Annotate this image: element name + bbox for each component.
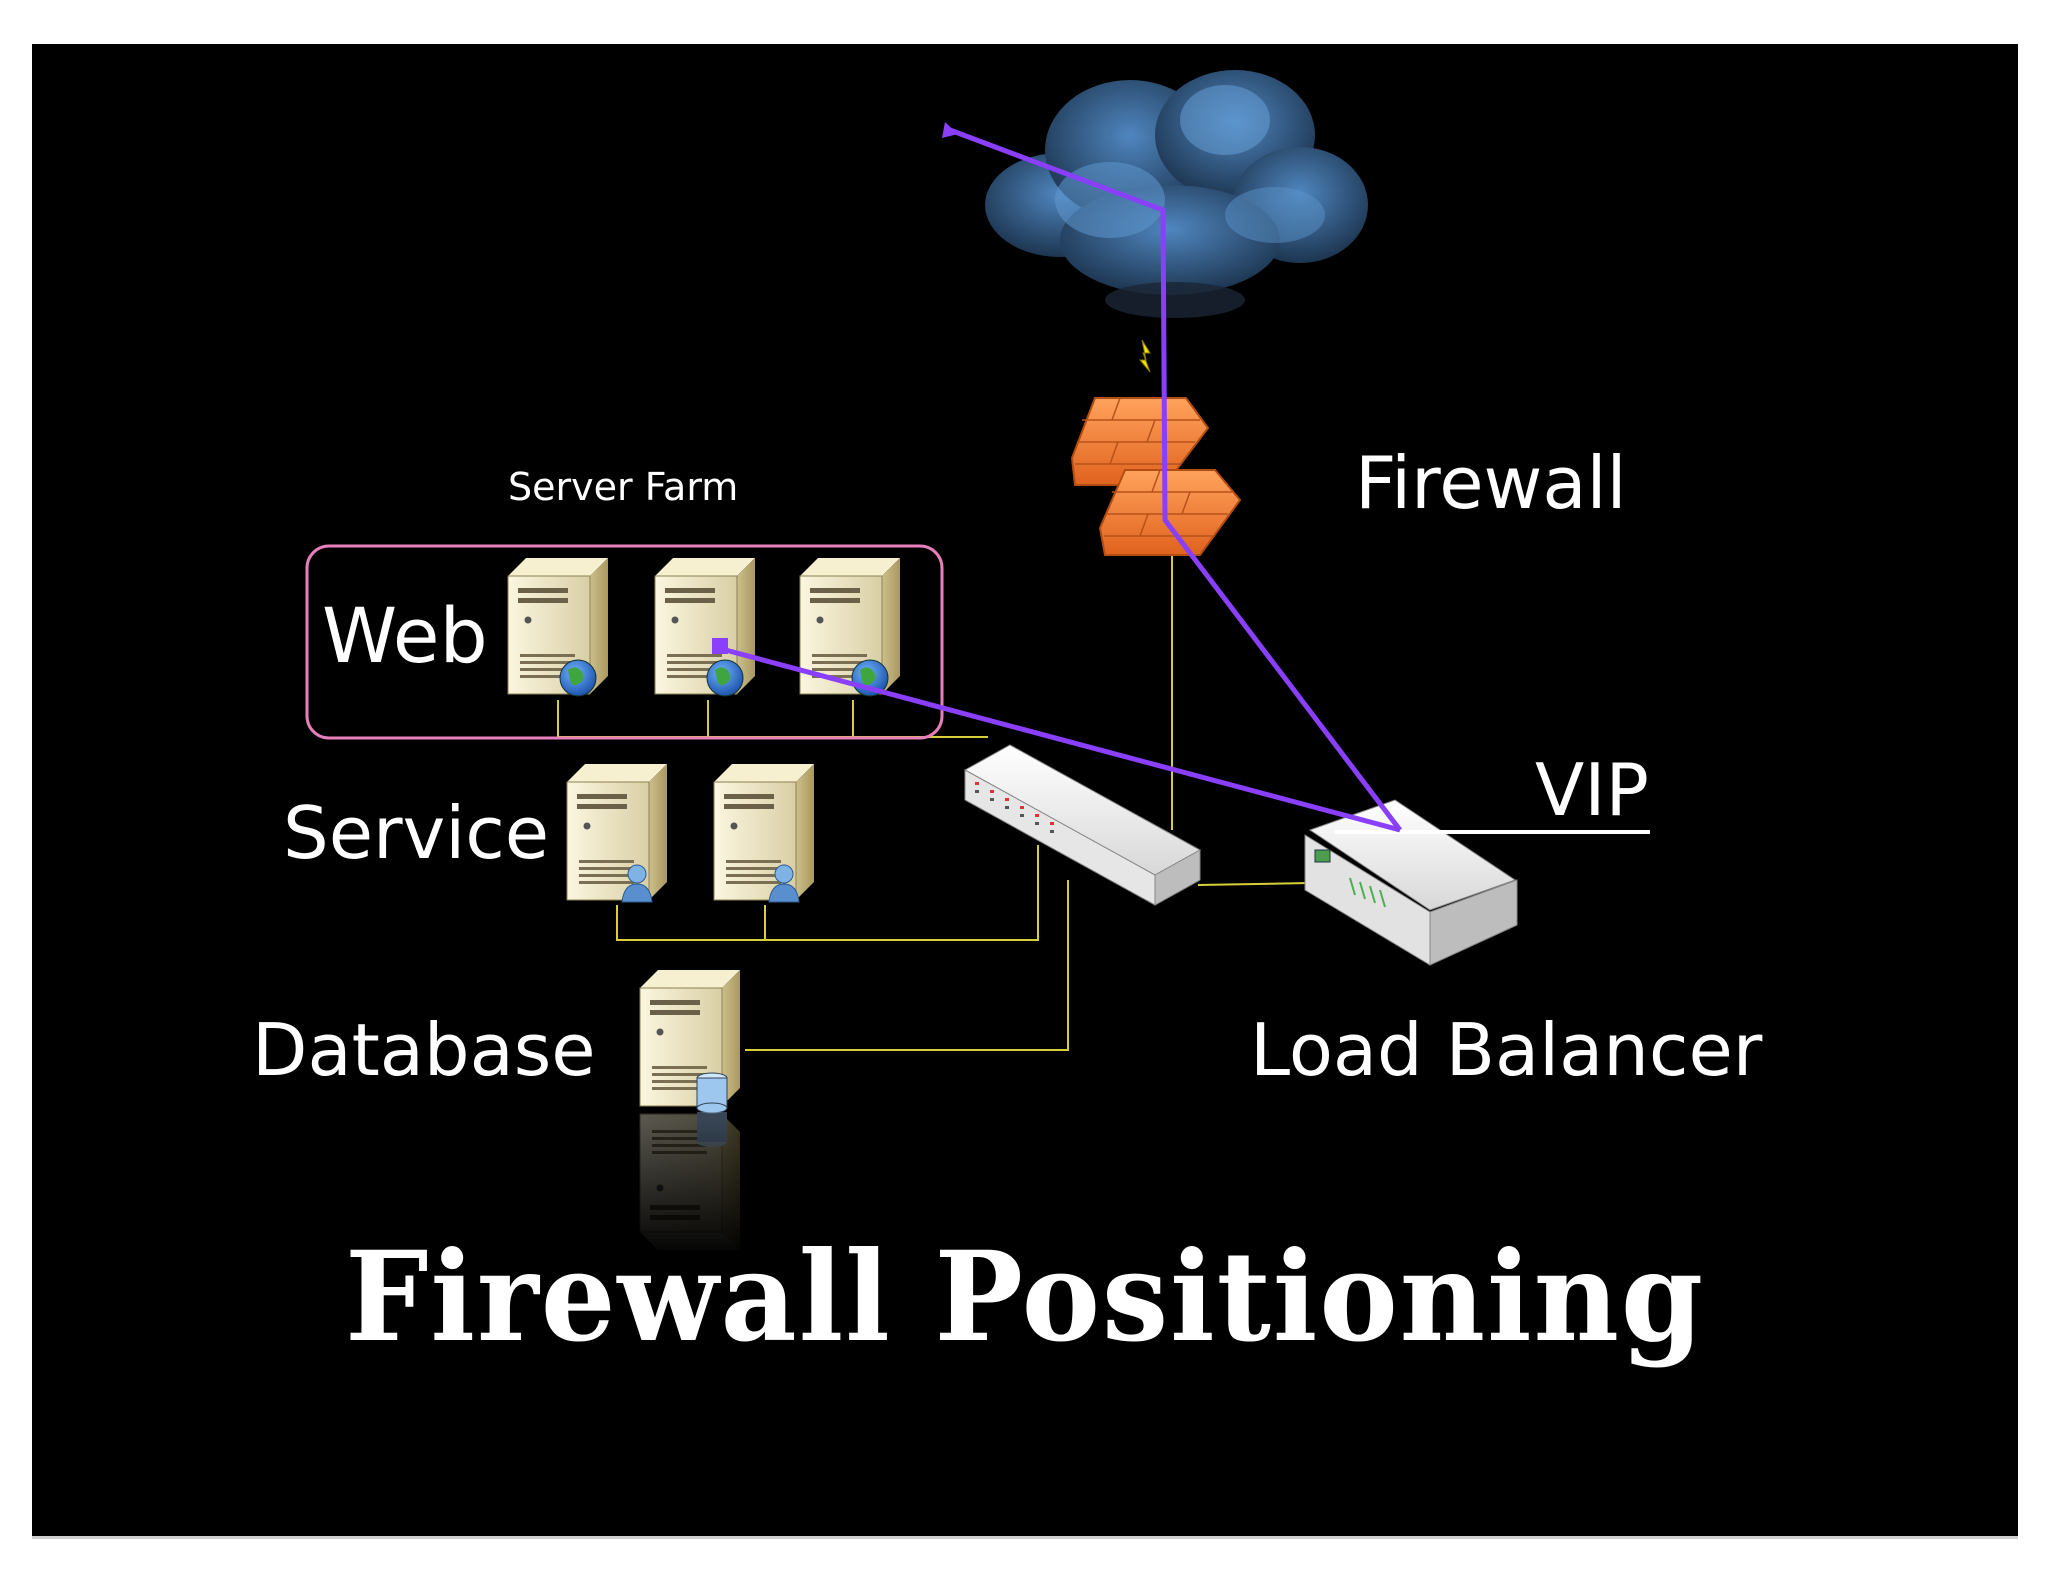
load-balancer-icon	[1304, 799, 1518, 966]
service-server-2	[713, 763, 815, 903]
service-server-1	[566, 763, 668, 903]
traffic-path	[717, 127, 1402, 833]
lightning-icon	[1138, 339, 1151, 373]
user-icon	[627, 864, 647, 884]
load-balancer-label: Load Balancer	[1250, 1008, 1763, 1092]
slide-bottom-edge	[32, 1536, 2018, 1539]
web-label: Web	[322, 591, 488, 680]
web-server-2	[654, 557, 756, 697]
user-icon	[774, 864, 794, 884]
network-switch-icon	[963, 744, 1202, 906]
slide-title: Firewall Positioning	[345, 1225, 1705, 1370]
server-farm-box	[305, 544, 944, 740]
internet-cloud-icon	[985, 70, 1368, 318]
service-label: Service	[283, 791, 549, 875]
firewall-label: Firewall	[1355, 441, 1627, 525]
database-server	[639, 969, 741, 1114]
path-end-marker	[712, 638, 728, 654]
path-start-marker	[942, 122, 958, 138]
web-server-1	[507, 557, 609, 697]
vip-label: VIP	[1535, 748, 1649, 832]
brick-firewall-icon	[1070, 397, 1242, 556]
reflection-fade	[600, 1120, 800, 1260]
database-label: Database	[252, 1008, 596, 1092]
server-farm-label: Server Farm	[508, 465, 738, 509]
